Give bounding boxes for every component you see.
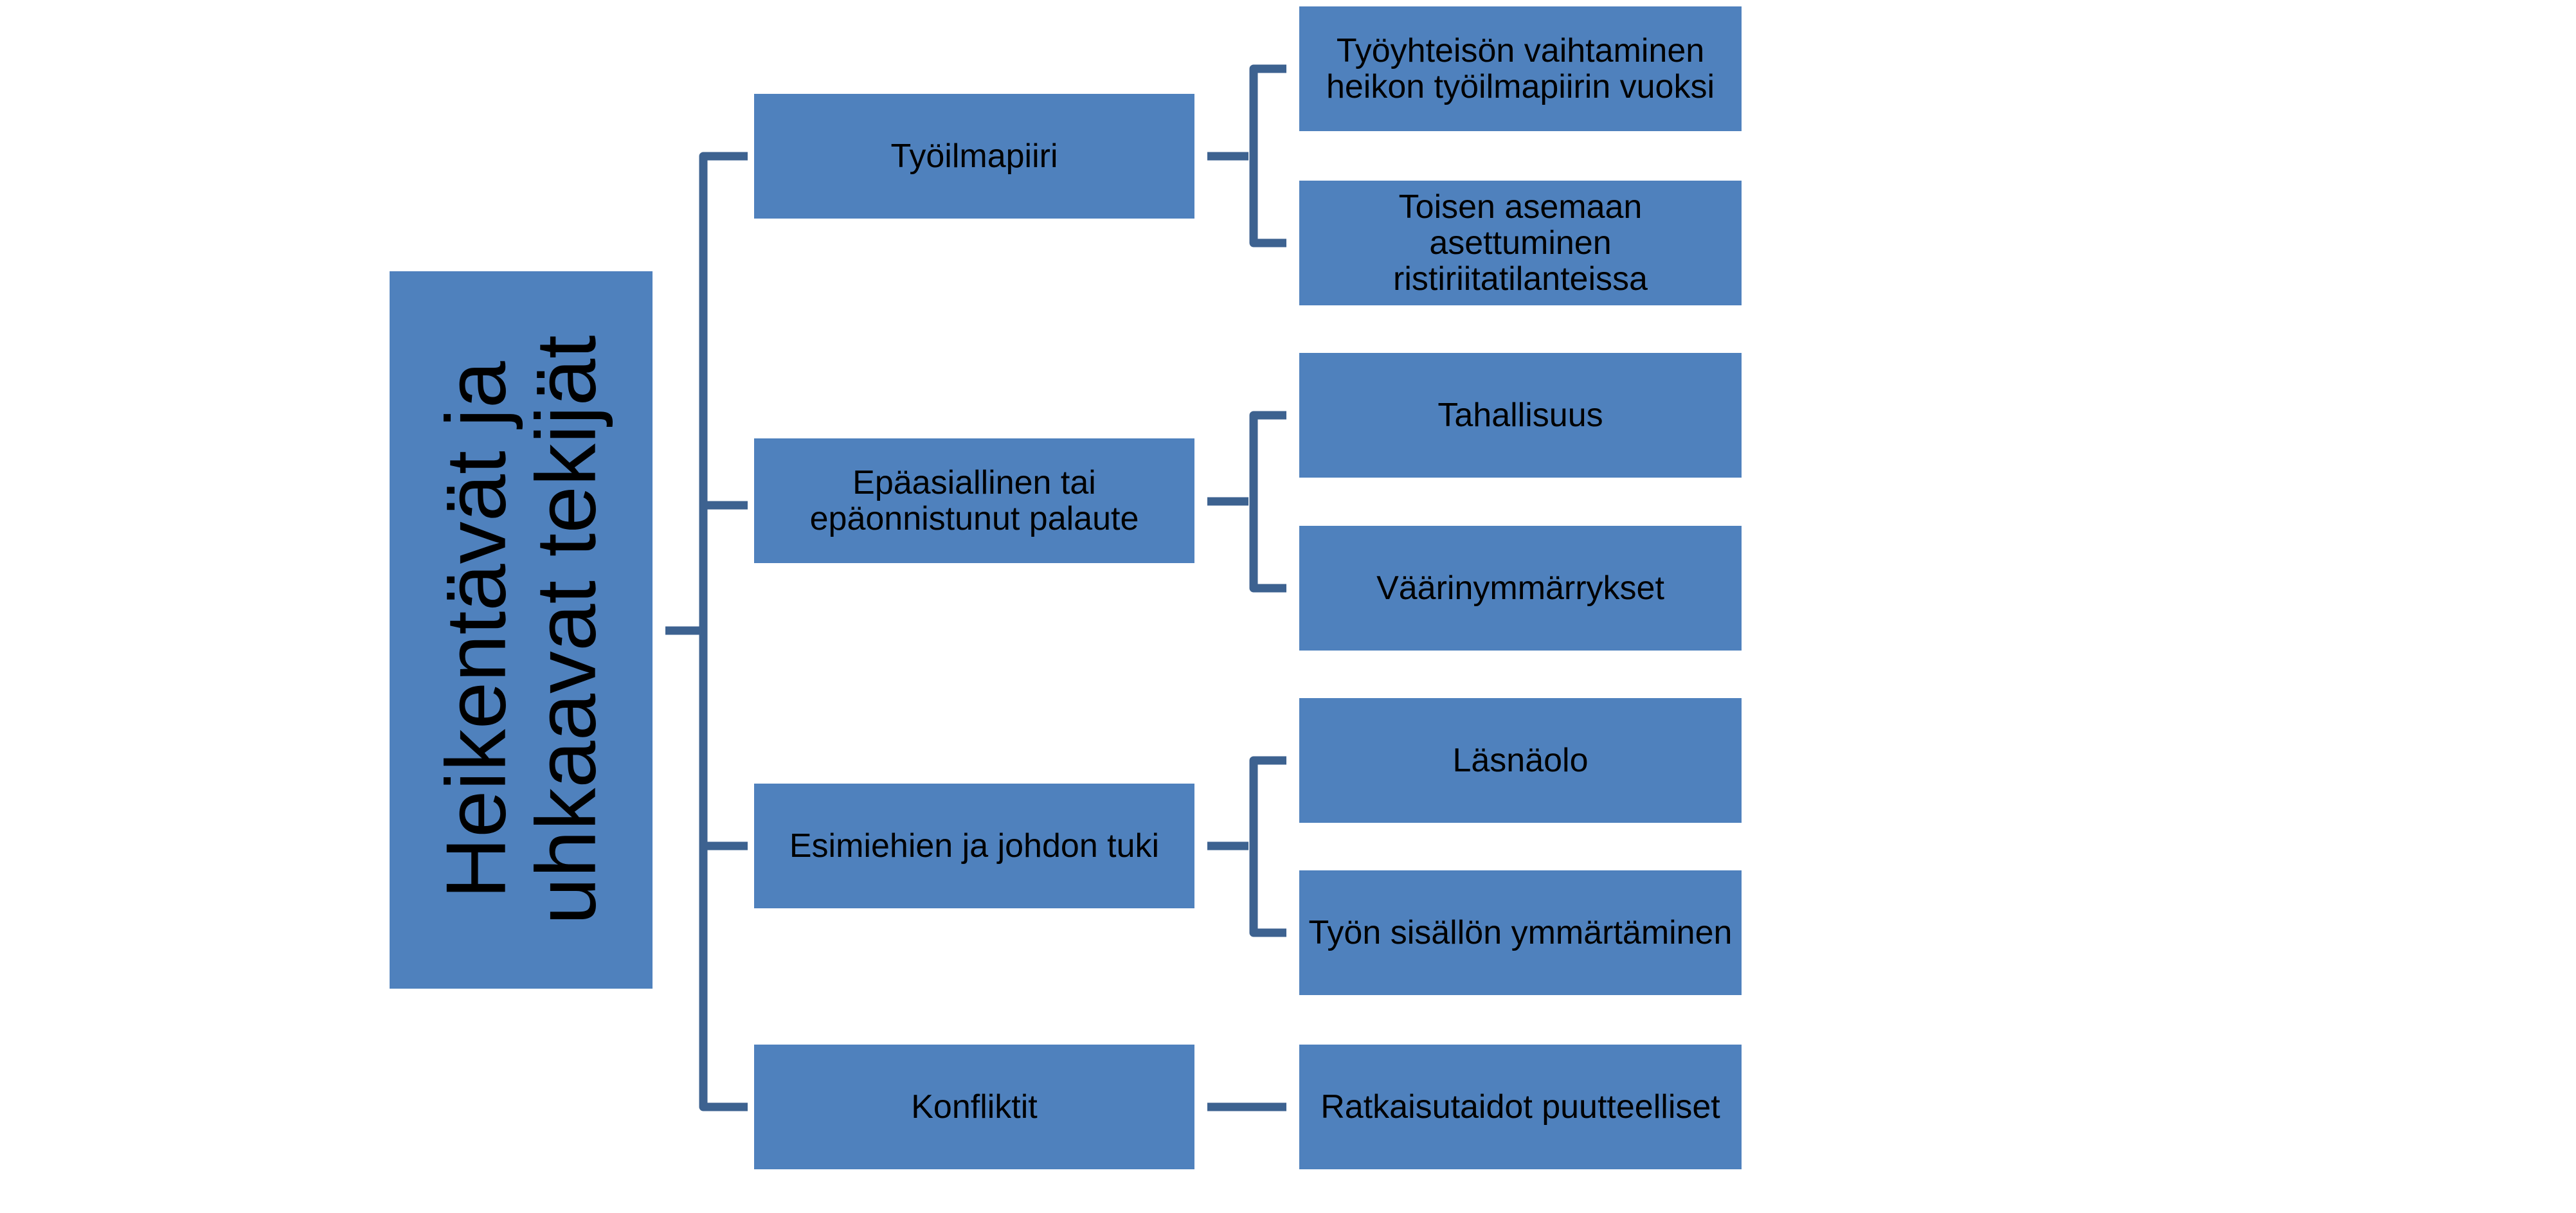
branch-node: Esimiehien ja johdon tuki (754, 784, 1194, 908)
leaf-node: Työn sisällön ymmärtäminen (1299, 870, 1742, 995)
root-line-1: Heikentävät ja (428, 361, 523, 899)
leaf-node: Ratkaisutaidot puutteelliset (1299, 1045, 1742, 1169)
leaf-node: Tahallisuus (1299, 353, 1742, 478)
branch-2-bracket (1207, 411, 1286, 593)
root-bracket (699, 152, 748, 1111)
leaf-node: Läsnäolo (1299, 698, 1742, 823)
leaf-node: Toisen asemaan asettuminen ristiriitatil… (1299, 181, 1742, 305)
leaf-node: Väärinymmärrykset (1299, 526, 1742, 651)
branch-3-bracket (1207, 756, 1286, 937)
leaf-node: Työyhteisön vaihtaminen heikon työilmapi… (1299, 6, 1742, 131)
branch-1-bracket (1207, 64, 1286, 247)
branch-node: Työilmapiiri (754, 94, 1194, 219)
branch-node: Epäasiallinen tai epäonnistunut palaute (754, 438, 1194, 563)
branch-node: Konfliktit (754, 1045, 1194, 1169)
root-line-2: uhkaavat tekijät (518, 335, 613, 925)
